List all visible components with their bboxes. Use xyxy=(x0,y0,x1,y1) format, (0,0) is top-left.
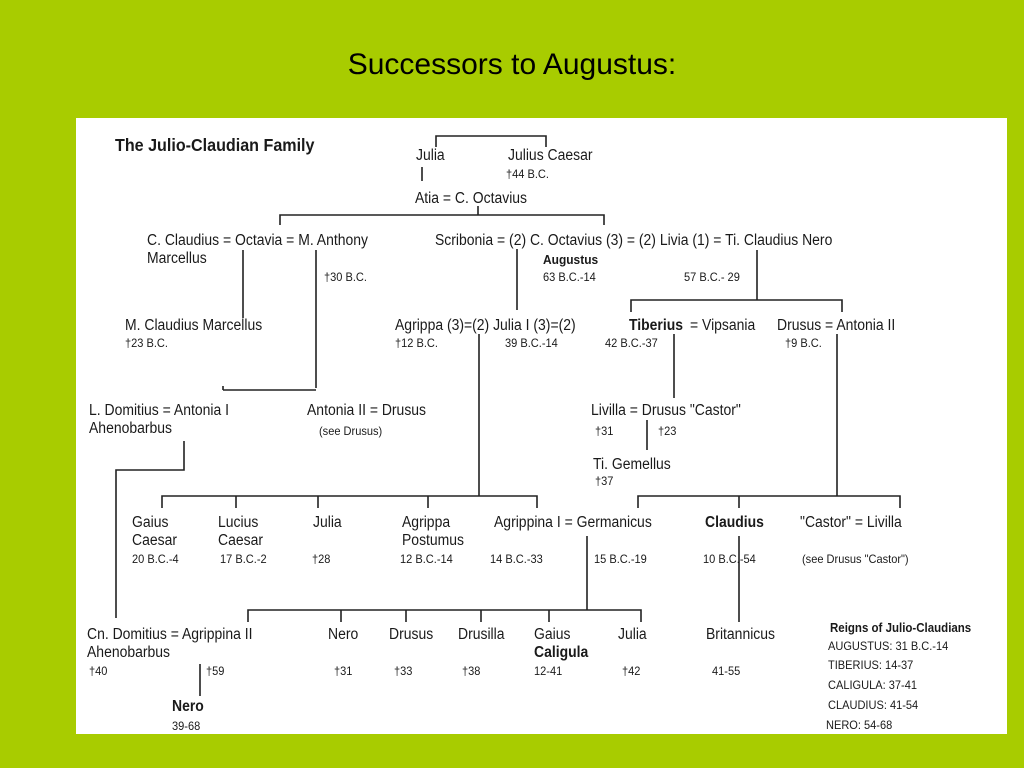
person-drusilla: Drusilla xyxy=(458,626,505,643)
person-m-claudius-marcellus: M. Claudius Marcellus xyxy=(125,317,263,334)
agrippa-postumus-dates: 12 B.C.-14 xyxy=(400,552,453,566)
see-drusus-note: (see Drusus) xyxy=(319,424,383,438)
person-castor-livilla: "Castor" = Livilla xyxy=(800,514,902,531)
person-ahenobarbus-label: Ahenobarbus xyxy=(89,420,172,437)
reign-item: CALIGULA: 37-41 xyxy=(828,678,917,692)
person-marcellus-label: Marcellus xyxy=(147,250,207,267)
nero-brother-death: †31 xyxy=(334,664,353,678)
reign-item: AUGUSTUS: 31 B.C.-14 xyxy=(828,639,949,653)
person-claudius: Claudius xyxy=(705,514,764,531)
person-lucius-caesar-2: Caesar xyxy=(218,532,263,549)
person-domitius-antonia: L. Domitius = Antonia I xyxy=(89,402,229,419)
lucius-caesar-dates: 17 B.C.-2 xyxy=(220,552,267,566)
gaius-caesar-dates: 20 B.C.-4 xyxy=(132,552,179,566)
person-julia-sister-caligula: Julia xyxy=(618,626,647,643)
person-claudius-octavia-anthony: C. Claudius = Octavia = M. Anthony xyxy=(147,232,368,249)
domitius-death: †40 xyxy=(89,664,108,678)
agrippa-death: †12 B.C. xyxy=(395,336,438,350)
person-agrippina-germanicus: Agrippina I = Germanicus xyxy=(494,514,652,531)
claudius-dates: 10 B.C.-54 xyxy=(703,552,756,566)
reigns-title: Reigns of Julio-Claudians xyxy=(830,621,972,635)
drusus-death: †9 B.C. xyxy=(785,336,822,350)
reign-item: CLAUDIUS: 41-54 xyxy=(828,698,919,712)
castor-death: †23 xyxy=(658,424,677,438)
britannicus-dates: 41-55 xyxy=(712,664,741,678)
person-augustus: Augustus xyxy=(543,252,599,267)
family-tree-diagram: The Julio-Claudian Family Julia Julius C… xyxy=(76,118,1007,734)
person-ahenobarbus-2: Ahenobarbus xyxy=(87,644,170,661)
person-antonia-drusus: Antonia II = Drusus xyxy=(307,402,427,419)
agrippina-death: †59 xyxy=(206,664,225,678)
tiberius-dates: 42 B.C.-37 xyxy=(605,336,658,350)
drusilla-death: †38 xyxy=(462,664,481,678)
person-agrippa-postumus-2: Postumus xyxy=(402,532,465,549)
augustus-dates: 63 B.C.-14 xyxy=(543,270,596,284)
person-tiberius: Tiberius xyxy=(629,317,684,334)
family-tree-title: The Julio-Claudian Family xyxy=(115,135,315,155)
julia-death: †28 xyxy=(312,552,331,566)
gemellus-death: †37 xyxy=(595,474,614,488)
reign-item: NERO: 54-68 xyxy=(826,718,893,732)
person-caligula: Caligula xyxy=(534,644,589,661)
person-agrippa-julia: Agrippa (3)=(2) Julia I (3)=(2) xyxy=(395,317,576,334)
marcellus-death: †23 B.C. xyxy=(125,336,168,350)
caligula-dates: 12-41 xyxy=(534,664,563,678)
slide-title: Successors to Augustus: xyxy=(347,48,677,81)
person-scribonia-octavius-livia-nero: Scribonia = (2) C. Octavius (3) = (2) Li… xyxy=(435,232,833,249)
nero-emperor-dates: 39-68 xyxy=(172,719,201,733)
person-ti-gemellus: Ti. Gemellus xyxy=(593,456,671,473)
livilla-death: †31 xyxy=(595,424,614,438)
person-gaius-caesar-2: Caesar xyxy=(132,532,177,549)
tree-connector-lines xyxy=(115,135,901,696)
julia-caligula-sister-death: †42 xyxy=(622,664,641,678)
julius-caesar-death: †44 B.C. xyxy=(506,167,549,181)
person-livilla-drusus-castor: Livilla = Drusus "Castor" xyxy=(591,402,741,419)
germanicus-dates: 15 B.C.-19 xyxy=(594,552,647,566)
person-domitius-agrippina: Cn. Domitius = Agrippina II xyxy=(87,626,253,643)
person-lucius-caesar: Lucius xyxy=(218,514,259,531)
person-vipsania: = Vipsania xyxy=(690,317,756,334)
julia-dates: 39 B.C.-14 xyxy=(505,336,558,350)
person-nero-brother: Nero xyxy=(328,626,359,643)
person-drusus-brother: Drusus xyxy=(389,626,434,643)
person-nero-emperor: Nero xyxy=(172,698,204,715)
person-julia-daughter: Julia xyxy=(313,514,342,531)
drusus-brother-death: †33 xyxy=(394,664,413,678)
see-castor-note: (see Drusus "Castor") xyxy=(802,552,909,566)
anthony-death: †30 B.C. xyxy=(324,270,367,284)
claudius-nero-dates: 57 B.C.- 29 xyxy=(684,270,740,284)
person-britannicus: Britannicus xyxy=(706,626,776,643)
person-gaius-caesar: Gaius xyxy=(132,514,169,531)
reign-item: TIBERIUS: 14-37 xyxy=(828,658,914,672)
agrippina-dates: 14 B.C.-33 xyxy=(490,552,543,566)
person-julius-caesar: Julius Caesar xyxy=(508,147,593,164)
person-atia-octavius: Atia = C. Octavius xyxy=(415,190,528,207)
person-julia-sister: Julia xyxy=(416,147,445,164)
person-drusus-antonia: Drusus = Antonia II xyxy=(777,317,896,334)
person-agrippa-postumus: Agrippa xyxy=(402,514,451,531)
person-gaius: Gaius xyxy=(534,626,571,643)
